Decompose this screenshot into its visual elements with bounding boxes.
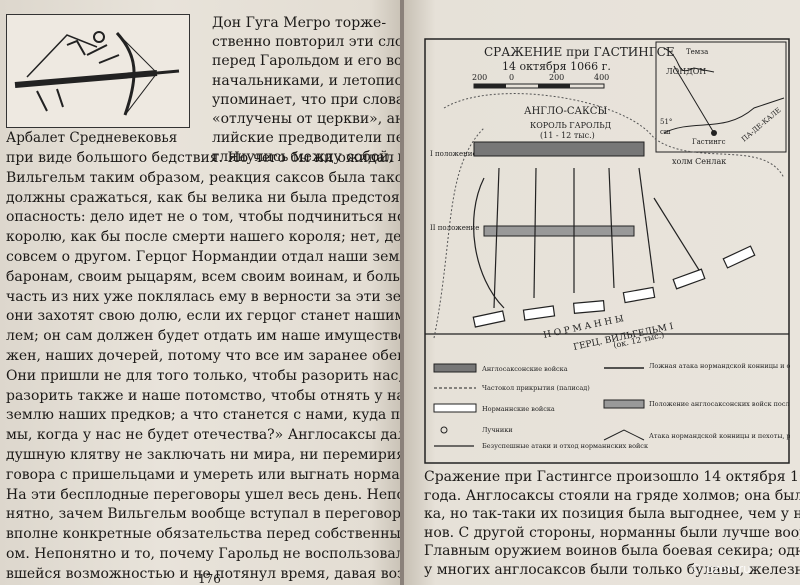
left-body-text: при виде большого бедствия. Но чего бы н… xyxy=(6,149,402,585)
legend-item-5: Ложная атака нормандской конницы и отход… xyxy=(649,362,790,370)
king-label: КОРОЛЬ ГАРОЛЬД xyxy=(530,121,612,130)
legend-item-2: Норманнские войска xyxy=(482,405,555,413)
text-line: Вильгельм таким образом, реакция саксов … xyxy=(6,169,402,186)
text-line: Дон Гуга Мегро торже- xyxy=(212,15,387,31)
legend-item-4: Безуспешные атаки и отход норманнских во… xyxy=(482,442,648,450)
map-frame xyxy=(424,38,790,464)
right-page: СРАЖЕНИЕ при ГАСТИНГСЕ 14 октября 1066 г… xyxy=(404,0,800,585)
legend-item-7: Атака нормандской конницы и пехоты, разг… xyxy=(649,432,790,440)
right-body-text: Сражение при Гастингсе произошло 14 октя… xyxy=(424,468,800,580)
book-gutter xyxy=(400,0,406,585)
crossbow-drawing xyxy=(14,31,180,116)
text-line: нятно, зачем Вильгельм вообще вступал в … xyxy=(6,506,402,523)
text-line: землю наших предков; а что станется с на… xyxy=(6,407,402,424)
inset-lat: 51° xyxy=(660,118,672,126)
page-number: 176 xyxy=(198,572,221,585)
legend-item-1: Частокол прикрытия (палисад) xyxy=(482,384,590,392)
text-line: нов. С другой стороны, норманны были луч… xyxy=(424,524,800,541)
text-line: ственно повторил эти слова xyxy=(212,34,402,51)
anglosaxon-line-2 xyxy=(483,225,635,237)
text-line: при виде большого бедствия. Но чего бы н… xyxy=(6,150,395,166)
text-line: разорить также и наше потомство, чтобы о… xyxy=(6,387,402,404)
position-2-label: II положение xyxy=(430,224,479,232)
text-line: глянулись между собой, как xyxy=(212,149,402,166)
text-line: перед Гарольдом и его во- xyxy=(212,53,402,70)
attack-arrows xyxy=(473,167,705,309)
text-line: упоминает, что при словах: xyxy=(212,91,402,108)
text-line: баронам, своим рыцарям, всем своим воина… xyxy=(6,268,402,285)
anglosaxons-label: АНГЛО-САКСЫ xyxy=(524,106,607,117)
text-line: начальниками, и летопись xyxy=(212,72,402,89)
battle-map: СРАЖЕНИЕ при ГАСТИНГСЕ 14 октября 1066 г… xyxy=(424,38,790,464)
position-1-label: I положение xyxy=(430,150,477,158)
text-line: На эти бесплодные переговоры ушел весь д… xyxy=(6,486,402,503)
watermark: © ozon.ru xyxy=(690,562,751,576)
legend-item-0: Англосаксонские войска xyxy=(482,365,568,373)
top-right-text: Дон Гуга Мегро торже- ственно повторил э… xyxy=(212,14,402,168)
map-title: СРАЖЕНИЕ при ГАСТИНГСЕ xyxy=(484,45,675,59)
text-line: опасность: дело идет не о том, чтобы под… xyxy=(6,209,402,226)
scale-label-0: 0 xyxy=(509,73,514,82)
text-line: Сражение при Гастингсе произошло 14 октя… xyxy=(424,469,800,485)
text-line: у многих англосаксов были только булавы,… xyxy=(424,561,800,578)
inset-north: сш xyxy=(660,128,671,136)
text-line: душную клятву не заключать ни мира, ни п… xyxy=(6,446,402,463)
text-line: часть из них уже поклялась ему в верност… xyxy=(6,288,402,305)
anglosaxon-line-1 xyxy=(473,141,645,157)
text-line: совсем о другом. Герцог Нормандии отдал … xyxy=(6,248,402,265)
text-line: они захотят свою долю, если их герцог ст… xyxy=(6,308,402,325)
text-line: года. Англосаксы стояли на гряде холмов;… xyxy=(424,487,800,504)
left-page: Арбалет Средневековья Дон Гуга Мегро тор… xyxy=(0,0,402,585)
legend-item-6: Положение англосаксонских войск после пр… xyxy=(649,400,790,408)
text-line: лем; он сам должен будет отдать им наше … xyxy=(6,328,402,345)
inset-london: ЛОНДОН xyxy=(666,67,706,76)
text-line: лийские предводители пере- xyxy=(212,130,402,147)
text-line: Они пришли не для того только, чтобы раз… xyxy=(6,367,402,384)
text-line: говора с пришельцами и умереть или выгна… xyxy=(6,466,402,483)
text-line: вшейся возможностью и не потянул время, … xyxy=(6,565,402,582)
text-line: «отлучены от церкви», анг- xyxy=(212,111,402,128)
text-line: мы, когда у нас не будет отечества?» Анг… xyxy=(6,427,402,444)
map-date: 14 октября 1066 г. xyxy=(502,60,611,73)
text-line: должны сражаться, как бы велика ни была … xyxy=(6,189,402,206)
scale-label-2: 400 xyxy=(594,73,609,82)
text-line: ом. Непонятно и то, почему Гарольд не во… xyxy=(6,545,402,562)
text-line: ка, но так-таки их позиция была выгоднее… xyxy=(424,506,800,523)
scale-left-label: 200 xyxy=(472,73,487,82)
king-count: (11 - 12 тыс.) xyxy=(540,131,595,140)
text-line: вполне конкретные обязательства перед со… xyxy=(6,526,402,543)
text-line: Главным оружием воинов была боевая секир… xyxy=(424,543,800,560)
hill-label: холм Сенлак xyxy=(672,157,726,166)
legend-item-3: Лучники xyxy=(482,426,513,434)
scale-label-1: 200 xyxy=(549,73,564,82)
illustration-caption: Арбалет Средневековья xyxy=(6,130,178,146)
inset-hastings: Гастингс xyxy=(692,138,726,146)
map-legend: Англосаксонские войска Частокол прикрыти… xyxy=(433,362,790,450)
inset-map xyxy=(655,41,787,153)
inset-padekale: ПА-ДЕ-КАЛЕ xyxy=(740,106,782,143)
inset-temza: Темза xyxy=(686,48,708,56)
crossbow-illustration xyxy=(6,14,190,128)
text-line: королю, как бы после смерти нашего корол… xyxy=(6,229,402,246)
norman-units xyxy=(472,245,756,328)
text-line: жен, наших дочерей, потому что все им за… xyxy=(6,347,402,364)
